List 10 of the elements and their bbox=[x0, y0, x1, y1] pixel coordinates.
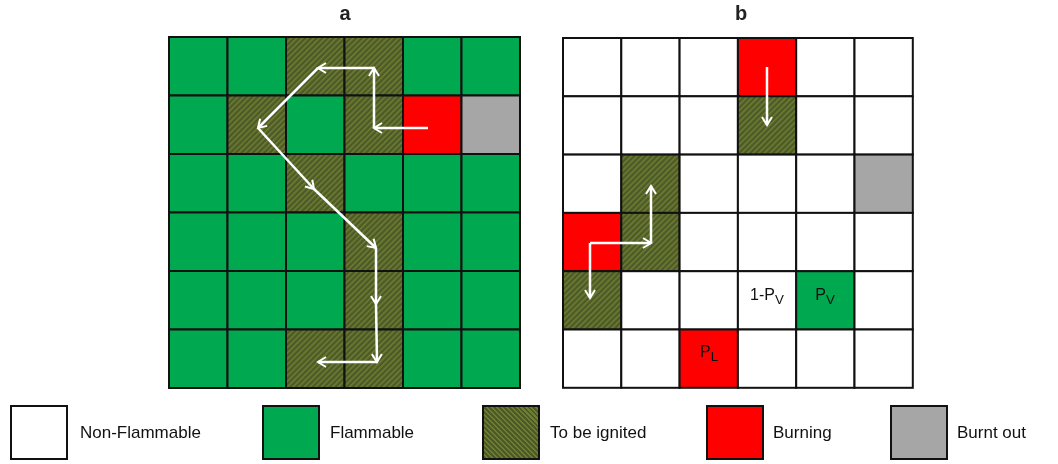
legend-label: Burnt out bbox=[957, 423, 1026, 443]
legend-label: To be ignited bbox=[550, 423, 647, 443]
probability-label: P$_{L}$ bbox=[698, 343, 720, 365]
panel-label: b bbox=[733, 2, 749, 25]
legend-label: Non-Flammable bbox=[80, 423, 201, 443]
probability-label: P$_{V}$ bbox=[814, 286, 836, 308]
panel-label: a bbox=[338, 2, 352, 25]
probability-label: 1-P$_{V}$ bbox=[749, 286, 785, 308]
legend-label: Burning bbox=[773, 423, 832, 443]
legend-label: Flammable bbox=[330, 423, 415, 443]
